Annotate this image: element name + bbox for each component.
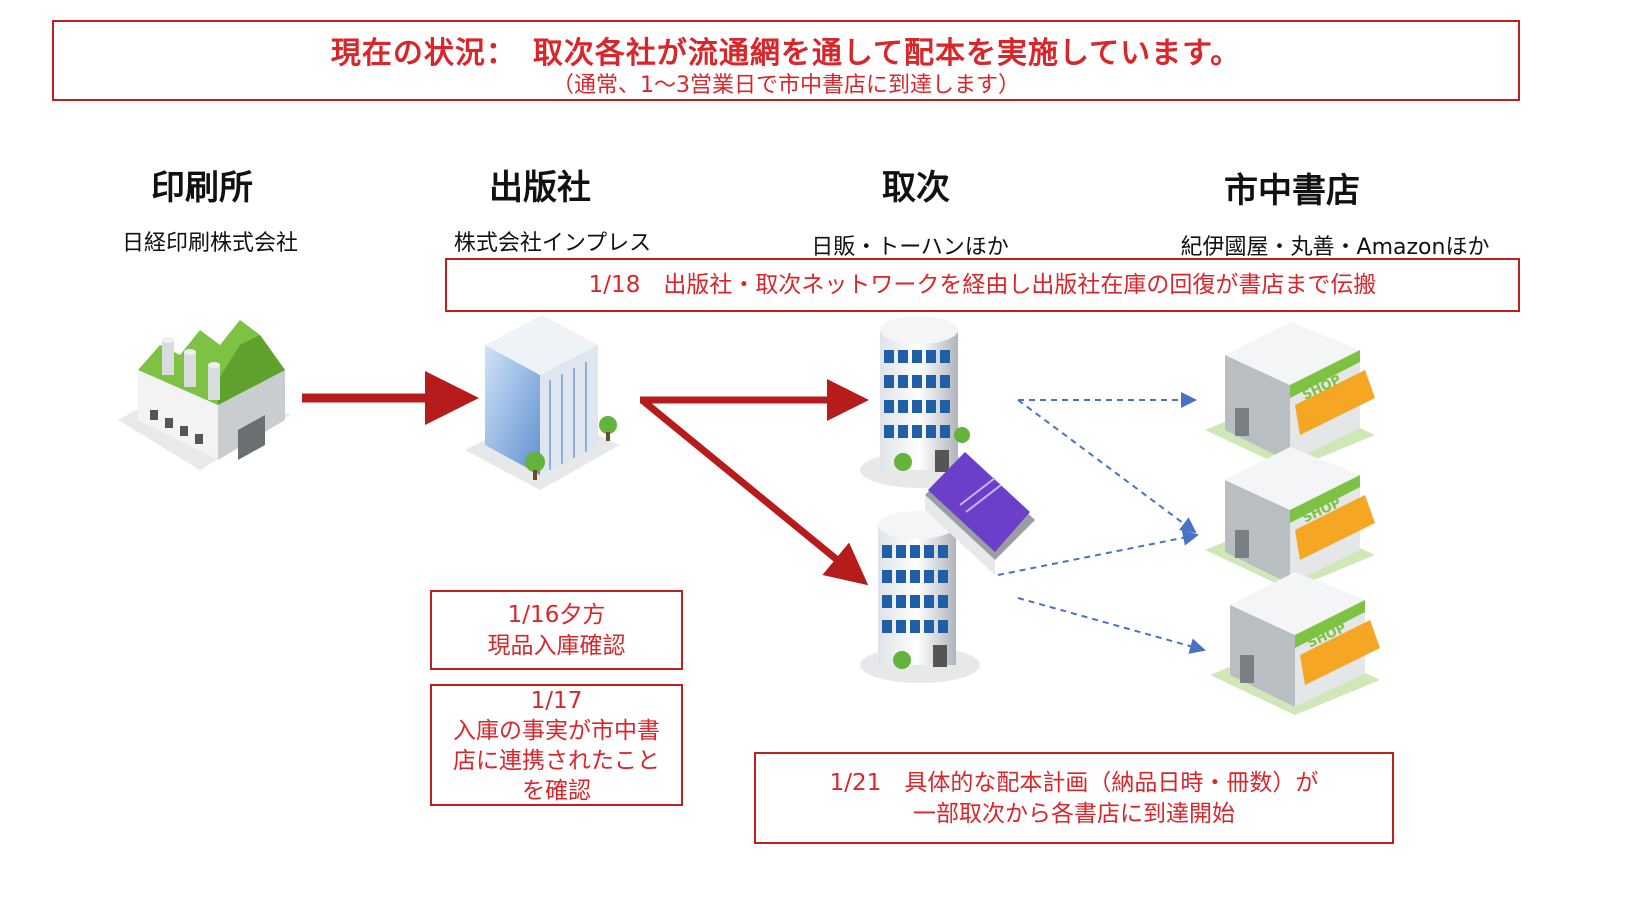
note-jan18: 1/18 出版社・取次ネットワークを経由し出版社在庫の回復が書店まで伝搬 — [445, 258, 1520, 312]
stage-title-printer: 印刷所 — [151, 168, 253, 208]
shop-icon-2: SHOP — [1205, 447, 1375, 590]
dashed-arrow-3 — [997, 529, 1199, 576]
note-jan18-text: 1/18 出版社・取次ネットワークを経由し出版社在庫の回復が書店まで伝搬 — [588, 272, 1377, 298]
note-jan17-line1: 1/17 — [530, 688, 583, 714]
note-jan16-line2: 現品入庫確認 — [487, 633, 626, 659]
note-jan16-line1: 1/16夕方 — [507, 602, 606, 628]
stage-title-distributor: 取次 — [882, 168, 950, 208]
note-jan16: 1/16夕方 現品入庫確認 — [430, 590, 683, 670]
note-jan17-line4: を確認 — [522, 778, 591, 804]
shop-icon: SHOP — [1205, 322, 1375, 470]
shop-sign-2: SHOP — [1300, 496, 1343, 527]
dashed-arrow-4 — [1017, 597, 1206, 654]
book-icon — [925, 452, 1035, 575]
status-banner: 現在の状況： 取次各社が流通網を通して配本を実施しています。 （通常、1〜3営業… — [52, 20, 1520, 101]
office-building-icon — [465, 315, 620, 490]
stage-title-bookstores: 市中書店 — [1224, 171, 1360, 211]
stage-subtitle-distributor: 日販・トーハンほか — [811, 235, 1009, 260]
note-jan21-line2: 一部取次から各書店に到達開始 — [913, 801, 1235, 827]
dashed-arrow-2 — [1017, 399, 1197, 534]
status-headline: 現在の状況： 取次各社が流通網を通して配本を実施しています。 — [330, 36, 1242, 71]
note-jan21-line1: 1/21 具体的な配本計画（納品日時・冊数）が — [829, 770, 1319, 796]
shop-icon-3: SHOP — [1210, 572, 1380, 715]
note-jan17-line2: 入庫の事実が市中書 — [453, 718, 660, 744]
shop-sign-3: SHOP — [1305, 621, 1348, 652]
distributor-tower-icon-2 — [860, 511, 980, 683]
shop-sign: SHOP — [1300, 373, 1343, 404]
stage-subtitle-bookstores: 紀伊國屋・丸善・Amazonほか — [1180, 235, 1490, 260]
arrow-publisher-to-distributor-2 — [639, 397, 869, 586]
stage-subtitle-printer: 日経印刷株式会社 — [121, 231, 298, 256]
note-jan17: 1/17 入庫の事実が市中書 店に連携されたこと を確認 — [430, 684, 683, 806]
distributor-tower-icon — [860, 316, 980, 488]
status-subline: （通常、1〜3営業日で市中書店に到達します） — [552, 73, 1020, 98]
note-jan17-line3: 店に連携されたこと — [453, 748, 660, 774]
note-jan21: 1/21 具体的な配本計画（納品日時・冊数）が 一部取次から各書店に到達開始 — [754, 752, 1394, 844]
stage-title-publisher: 出版社 — [489, 168, 591, 208]
stage-subtitle-publisher: 株式会社インプレス — [453, 231, 652, 256]
factory-icon — [118, 320, 290, 470]
